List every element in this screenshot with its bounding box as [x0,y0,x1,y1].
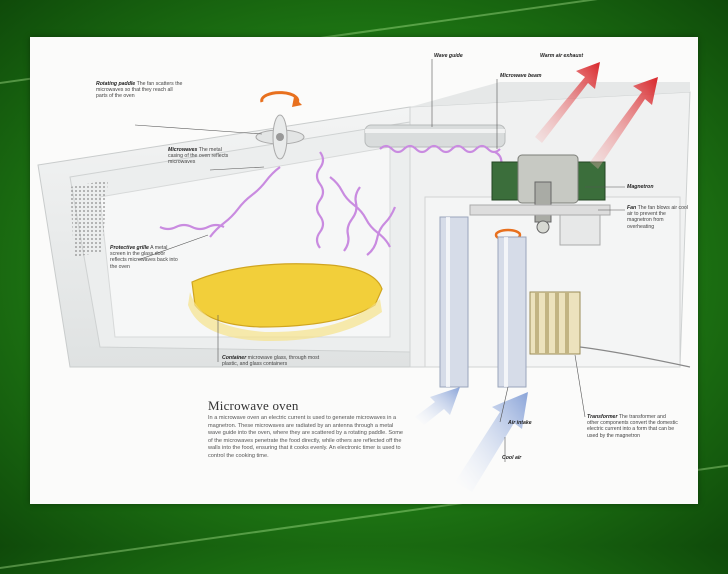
protective-grille [70,180,108,257]
warm-air-arrows [535,62,658,169]
label-name: Air intake [508,420,532,426]
cool-air-arrows [415,387,528,492]
label-leaders [134,59,625,462]
diagram-illustration [37,59,691,492]
label-microwaves: Microwaves The metal casing of the oven … [168,147,238,166]
label-magnetron: Magnetron [627,184,654,190]
label-air-intake: Air intake [508,420,532,426]
label-transformer: Transformer The transformer and other co… [587,414,679,439]
label-rotating-paddle: Rotating paddle The fan scatters the mic… [96,81,184,100]
label-name: Wave guide [434,53,463,59]
label-text: A metal screen in the glass door reflect… [110,245,178,270]
label-name: Magnetron [627,184,654,190]
label-protective-grille: Protective grille A metal screen in the … [110,245,182,270]
label-wave-guide: Wave guide [434,53,463,59]
label-name: Warm air exhaust [540,53,584,59]
wave-guide [364,124,506,148]
transformer [529,291,691,368]
label-name: Microwave beam [500,73,542,79]
rotating-paddle [255,91,305,160]
label-warm-air-exhaust: Warm air exhaust [540,53,583,59]
label-name: Cool air [502,455,522,461]
label-cool-air: Cool air [502,455,521,461]
label-text: The fan blows air cool air to prevent th… [627,205,689,230]
magnetron [491,154,606,234]
diagram-title: Microwave oven [208,398,299,413]
label-text: The transformer and other components con… [587,414,678,439]
label-name: Fan [627,205,637,211]
label-text: The fan scatters the microwaves so that … [96,81,183,100]
label-fan: Fan The fan blows air cool air to preven… [627,205,691,230]
microwave-waves [159,144,510,256]
food [188,263,383,342]
label-container: Container microwave glass, through most … [222,355,332,367]
label-name: Transformer [587,414,618,420]
label-text: The metal casing of the oven reflects mi… [168,147,229,166]
label-text: microwave glass, through most plastic, a… [222,355,320,368]
diagram-description: In a microwave oven an electric current … [208,415,403,459]
microwave-oven-diagram: Rotating paddle The fan scatters the mic… [30,37,698,504]
label-name: Microwaves [168,147,198,153]
cool-air-ducts [439,216,527,388]
label-name: Container [222,355,247,361]
label-microwave-beam: Microwave beam [500,73,542,79]
label-name: Protective grille [110,245,149,251]
label-name: Rotating paddle [96,81,136,87]
